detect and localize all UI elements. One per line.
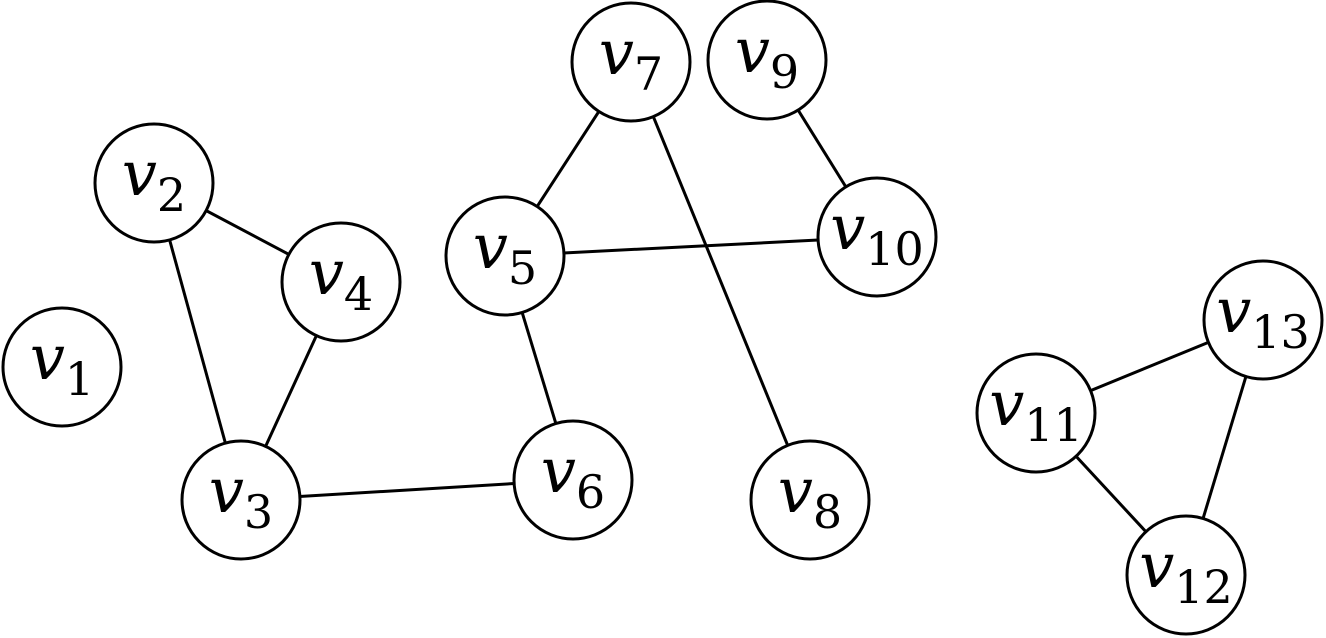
node-label: v6 bbox=[541, 434, 605, 519]
node-circle bbox=[706, 0, 828, 121]
node-v8: v8 bbox=[749, 439, 871, 561]
node-circle bbox=[1202, 259, 1324, 381]
node-v7: v7 bbox=[570, 1, 692, 123]
node-label: v1 bbox=[30, 321, 94, 406]
node-label-subscript: 8 bbox=[813, 485, 842, 539]
node-label-subscript: 1 bbox=[65, 352, 94, 406]
node-v10: v10 bbox=[816, 176, 938, 298]
node-label: v8 bbox=[778, 454, 842, 539]
node-label: v9 bbox=[735, 14, 799, 99]
node-label-subscript: 4 bbox=[344, 267, 373, 321]
node-v6: v6 bbox=[512, 419, 634, 541]
node-label: v2 bbox=[122, 137, 186, 222]
node-circle bbox=[749, 439, 871, 561]
node-v4: v4 bbox=[280, 221, 402, 343]
node-circle bbox=[180, 439, 302, 561]
node-label-subscript: 6 bbox=[576, 465, 605, 519]
node-v13: v13 bbox=[1202, 259, 1324, 381]
node-label-variable: v bbox=[541, 434, 576, 507]
node-label-subscript: 2 bbox=[157, 168, 186, 222]
node-label: v10 bbox=[830, 191, 924, 276]
node-circle bbox=[570, 1, 692, 123]
node-v2: v2 bbox=[93, 122, 215, 244]
node-circle bbox=[975, 352, 1097, 474]
node-label: v7 bbox=[599, 16, 663, 101]
node-label-subscript: 3 bbox=[244, 485, 273, 539]
node-label-subscript: 13 bbox=[1251, 305, 1310, 359]
node-label-variable: v bbox=[989, 367, 1024, 440]
node-v11: v11 bbox=[975, 352, 1097, 474]
node-label: v4 bbox=[309, 236, 373, 321]
node-label-subscript: 11 bbox=[1024, 398, 1083, 452]
node-label-subscript: 7 bbox=[634, 47, 663, 101]
node-circle bbox=[1125, 514, 1247, 636]
node-v1: v1 bbox=[1, 306, 123, 428]
node-label-variable: v bbox=[1139, 529, 1174, 602]
node-circle bbox=[512, 419, 634, 541]
node-label-subscript: 10 bbox=[865, 222, 924, 276]
node-v3: v3 bbox=[180, 439, 302, 561]
node-label-variable: v bbox=[309, 236, 344, 309]
node-label-variable: v bbox=[778, 454, 813, 527]
node-label-variable: v bbox=[473, 210, 508, 283]
node-label-variable: v bbox=[30, 321, 65, 394]
node-label-variable: v bbox=[1216, 274, 1251, 347]
node-label-subscript: 9 bbox=[770, 45, 799, 99]
node-label: v12 bbox=[1139, 529, 1233, 614]
edge-v7-v8 bbox=[629, 61, 812, 501]
node-label-variable: v bbox=[599, 16, 634, 89]
node-v5: v5 bbox=[444, 195, 566, 317]
node-label: v13 bbox=[1216, 274, 1310, 359]
node-label: v5 bbox=[473, 210, 537, 295]
node-label-subscript: 12 bbox=[1174, 560, 1233, 614]
node-label-variable: v bbox=[735, 14, 770, 87]
node-label-variable: v bbox=[830, 191, 865, 264]
node-circle bbox=[93, 122, 215, 244]
node-label: v3 bbox=[209, 454, 273, 539]
edge-v5-v10 bbox=[504, 235, 878, 258]
node-circle bbox=[816, 176, 938, 298]
node-circle bbox=[1, 306, 123, 428]
node-v9: v9 bbox=[706, 0, 828, 121]
node-label: v11 bbox=[989, 367, 1083, 452]
node-circle bbox=[444, 195, 566, 317]
node-label-subscript: 5 bbox=[508, 241, 537, 295]
node-v12: v12 bbox=[1125, 514, 1247, 636]
node-label-variable: v bbox=[122, 137, 157, 210]
node-label-variable: v bbox=[209, 454, 244, 527]
node-circle bbox=[280, 221, 402, 343]
